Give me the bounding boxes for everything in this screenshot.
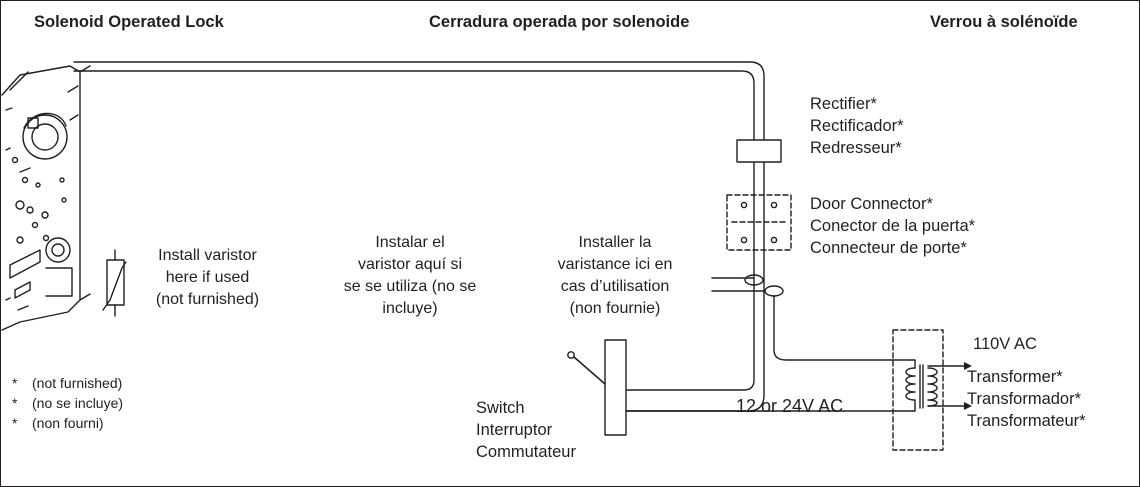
wire-inner <box>73 70 755 391</box>
rectifier-box <box>736 139 782 163</box>
rectifier-label: Rectifier* Rectificador* Redresseur* <box>810 95 904 157</box>
varistor-label-french: Installer la varistance ici en cas d’uti… <box>557 234 673 317</box>
footnote-english: *(not furnished) <box>12 375 123 391</box>
varistor-label-spanish: Instalar el varistor aquí si se se utili… <box>343 234 477 317</box>
header-french: Verrou à solénoïde <box>930 13 1078 31</box>
lock-body-illustration <box>1 65 91 331</box>
header-spanish: Cerradura operada por solenoide <box>429 13 690 31</box>
door-connector-label: Door Connector* Conector de la puerta* C… <box>810 195 976 257</box>
footnote-french: *(non fourni) <box>12 415 104 431</box>
footnote-spanish: *(no se incluye) <box>12 395 124 411</box>
switch-label: Switch Interruptor Commutateur <box>476 399 576 461</box>
footnotes: *(not furnished) *(no se incluye) *(non … <box>12 373 123 433</box>
header-english: Solenoid Operated Lock <box>34 13 224 31</box>
varistor-symbol <box>106 259 125 306</box>
voltage-label: 12 or 24V AC <box>736 396 844 416</box>
varistor-label-english: Install varistor here if used (not furni… <box>155 247 260 308</box>
transformer-input-label: 110V AC <box>973 335 1037 353</box>
transformer-label: Transformer* Transformador* Transformate… <box>967 368 1086 430</box>
switch-body <box>604 339 627 436</box>
transformer-box <box>892 329 944 451</box>
